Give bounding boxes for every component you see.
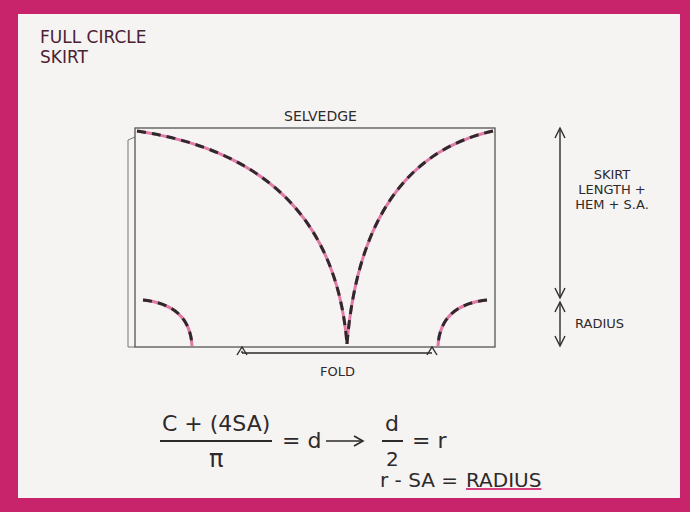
- radius-dimension: [559, 304, 560, 344]
- cut-lines-pink: [137, 131, 493, 346]
- back-fabric-layer: [128, 137, 135, 347]
- waist-arc: [438, 300, 487, 346]
- arrowhead: [354, 436, 363, 446]
- fold-line: [242, 352, 432, 353]
- formula-text: r - SA =: [380, 469, 458, 492]
- arrowhead: [555, 336, 565, 346]
- dimension-lines: [160, 128, 565, 446]
- dimension-label: RADIUS: [575, 317, 624, 332]
- fraction-bar: [160, 440, 272, 442]
- fabric-rectangle: [135, 128, 495, 347]
- arrowhead: [237, 347, 247, 355]
- formula-text: π: [209, 446, 223, 474]
- arrowhead: [555, 288, 565, 298]
- implies-arrow: [326, 440, 362, 442]
- formula-text: = r: [412, 428, 446, 453]
- arrowhead: [427, 347, 437, 355]
- title: FULL CIRCLE SKIRT: [40, 28, 170, 67]
- waist-arc: [438, 300, 487, 346]
- hem-arc: [137, 131, 347, 344]
- fraction-bar: [382, 440, 403, 442]
- hem-arc: [347, 131, 493, 344]
- arrowhead: [555, 302, 565, 312]
- formula-text: 2: [386, 448, 399, 471]
- waist-arc: [143, 300, 192, 346]
- paper-sheet: [18, 14, 680, 498]
- length-dimension: [559, 130, 560, 296]
- hem-arc: [137, 131, 347, 344]
- formula-text: = d: [282, 428, 321, 453]
- dimension-label: SKIRT LENGTH + HEM + S.A.: [572, 168, 652, 213]
- edge-label: SELVEDGE: [284, 108, 357, 124]
- fold-tick: [241, 351, 242, 353]
- formula-result: RADIUS: [466, 469, 541, 492]
- hem-arc: [347, 131, 493, 344]
- waist-arc: [143, 300, 192, 346]
- fold-label: FOLD: [320, 365, 355, 380]
- formula-text: d: [385, 411, 399, 436]
- cut-lines-dash: [137, 131, 493, 346]
- arrowhead: [555, 128, 565, 138]
- formula-text: C + (4SA): [162, 411, 270, 436]
